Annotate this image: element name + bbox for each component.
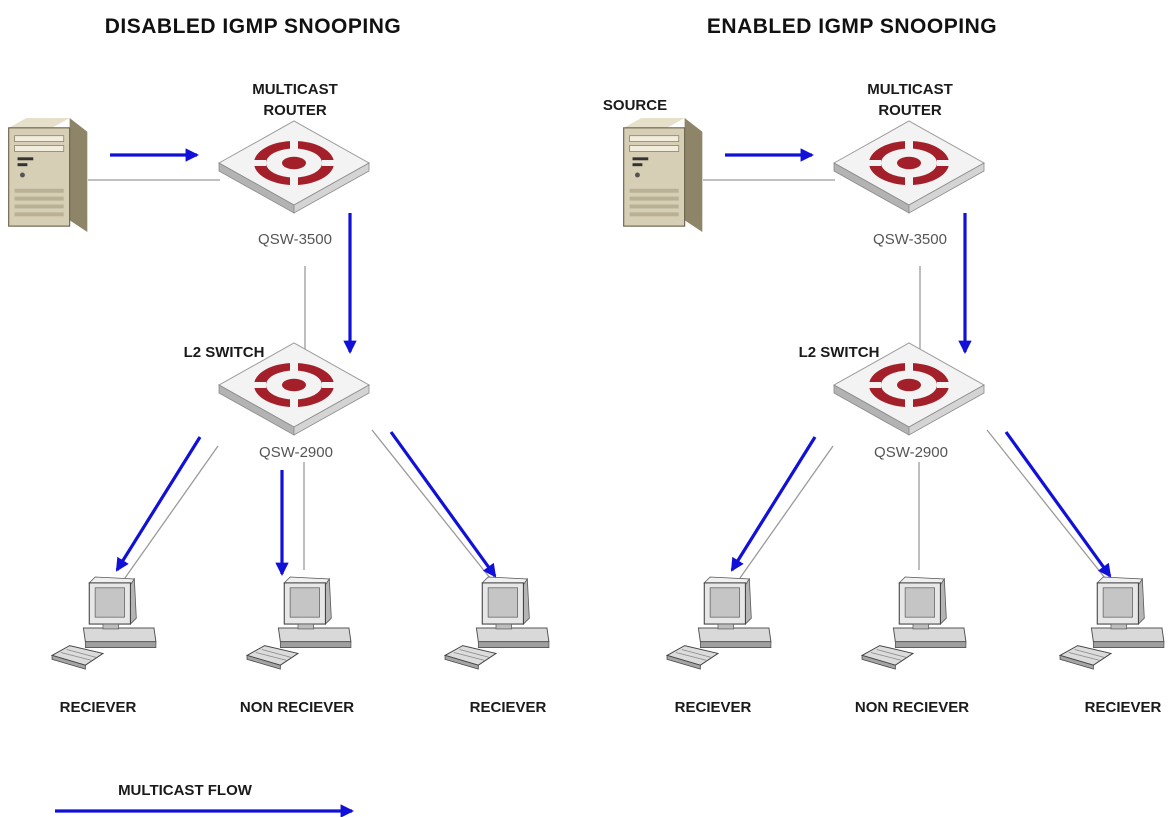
host-left-label: RECIEVER bbox=[675, 699, 752, 716]
router-label-line2: ROUTER bbox=[878, 102, 942, 119]
panel-disabled-snooping: DISABLED IGMP SNOOPING MULTICAST ROUTER QSW… bbox=[8, 15, 550, 716]
multicast-router-icon bbox=[833, 120, 985, 214]
host-middle-label: NON RECIEVER bbox=[855, 699, 969, 716]
link-switch-host-left bbox=[124, 445, 219, 579]
router-model-label: QSW-3500 bbox=[873, 231, 947, 248]
router-label-line1: MULTICAST bbox=[867, 81, 953, 98]
legend: MULTICAST FLOW bbox=[55, 782, 355, 817]
host-right-label: RECIEVER bbox=[1085, 699, 1162, 716]
host-middle-computer-icon bbox=[246, 576, 352, 670]
host-right-computer-icon bbox=[444, 576, 550, 670]
host-left-computer-icon bbox=[51, 576, 157, 670]
legend-label: MULTICAST FLOW bbox=[118, 782, 253, 799]
host-right-label: RECIEVER bbox=[470, 699, 547, 716]
router-label-line1: MULTICAST bbox=[252, 81, 338, 98]
flow-arrow-to-host-left bbox=[730, 436, 817, 572]
link-switch-host-left bbox=[739, 445, 834, 579]
flow-arrow-to-host-right bbox=[389, 431, 497, 578]
host-middle-label: NON RECIEVER bbox=[240, 699, 354, 716]
source-server-icon bbox=[8, 117, 88, 233]
router-label-line2: ROUTER bbox=[263, 102, 327, 119]
switch-label: L2 SWITCH bbox=[799, 344, 880, 361]
switch-model-label: QSW-2900 bbox=[259, 444, 333, 461]
host-middle-computer-icon bbox=[861, 576, 967, 670]
host-left-computer-icon bbox=[666, 576, 772, 670]
flow-arrow-to-host-left bbox=[115, 436, 202, 572]
router-model-label: QSW-3500 bbox=[258, 231, 332, 248]
source-label: SOURCE bbox=[603, 97, 667, 114]
switch-model-label: QSW-2900 bbox=[874, 444, 948, 461]
host-left-label: RECIEVER bbox=[60, 699, 137, 716]
multicast-router-icon bbox=[218, 120, 370, 214]
host-right-computer-icon bbox=[1059, 576, 1165, 670]
panel-title: ENABLED IGMP SNOOPING bbox=[707, 15, 997, 38]
panel-title: DISABLED IGMP SNOOPING bbox=[105, 15, 401, 38]
link-switch-host-right bbox=[986, 429, 1106, 579]
link-switch-host-right bbox=[371, 429, 491, 579]
switch-label: L2 SWITCH bbox=[184, 344, 265, 361]
source-server-icon bbox=[623, 117, 703, 233]
panel-enabled-snooping: ENABLED IGMP SNOOPING SOURCE MULTICAST ROUT… bbox=[603, 15, 1165, 716]
flow-arrow-to-host-right bbox=[1004, 431, 1112, 578]
